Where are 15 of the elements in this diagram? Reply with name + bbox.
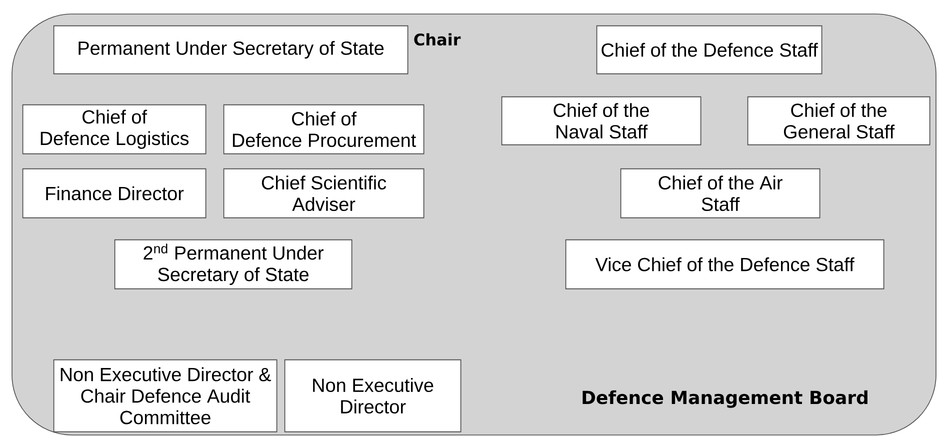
board-title: Defence Management Board xyxy=(582,390,868,408)
role-box: Chief of Defence Procurement xyxy=(223,104,424,154)
role-box: Finance Director xyxy=(22,168,206,218)
role-box: Vice Chief of the Defence Staff xyxy=(565,239,884,290)
role-box: Chief of the Air Staff xyxy=(620,168,820,218)
role-box: Chief Scientific Adviser xyxy=(223,168,424,218)
role-box: Chief of the Naval Staff xyxy=(501,96,702,146)
role-box: Permanent Under Secretary of State xyxy=(53,25,408,74)
role-box: Chief of Defence Logistics xyxy=(22,104,206,154)
role-box: Chief of the General Staff xyxy=(747,96,930,146)
role-box: Chief of the Defence Staff xyxy=(596,25,822,74)
role-box: 2$^{nd}$ Permanent Under Secretary of State xyxy=(114,239,352,290)
role-box: Non Executive Director xyxy=(284,359,462,432)
role-box: Non Executive Director & Chair Defence Audit Committee xyxy=(53,359,278,432)
role-note: Chair xyxy=(414,33,461,46)
